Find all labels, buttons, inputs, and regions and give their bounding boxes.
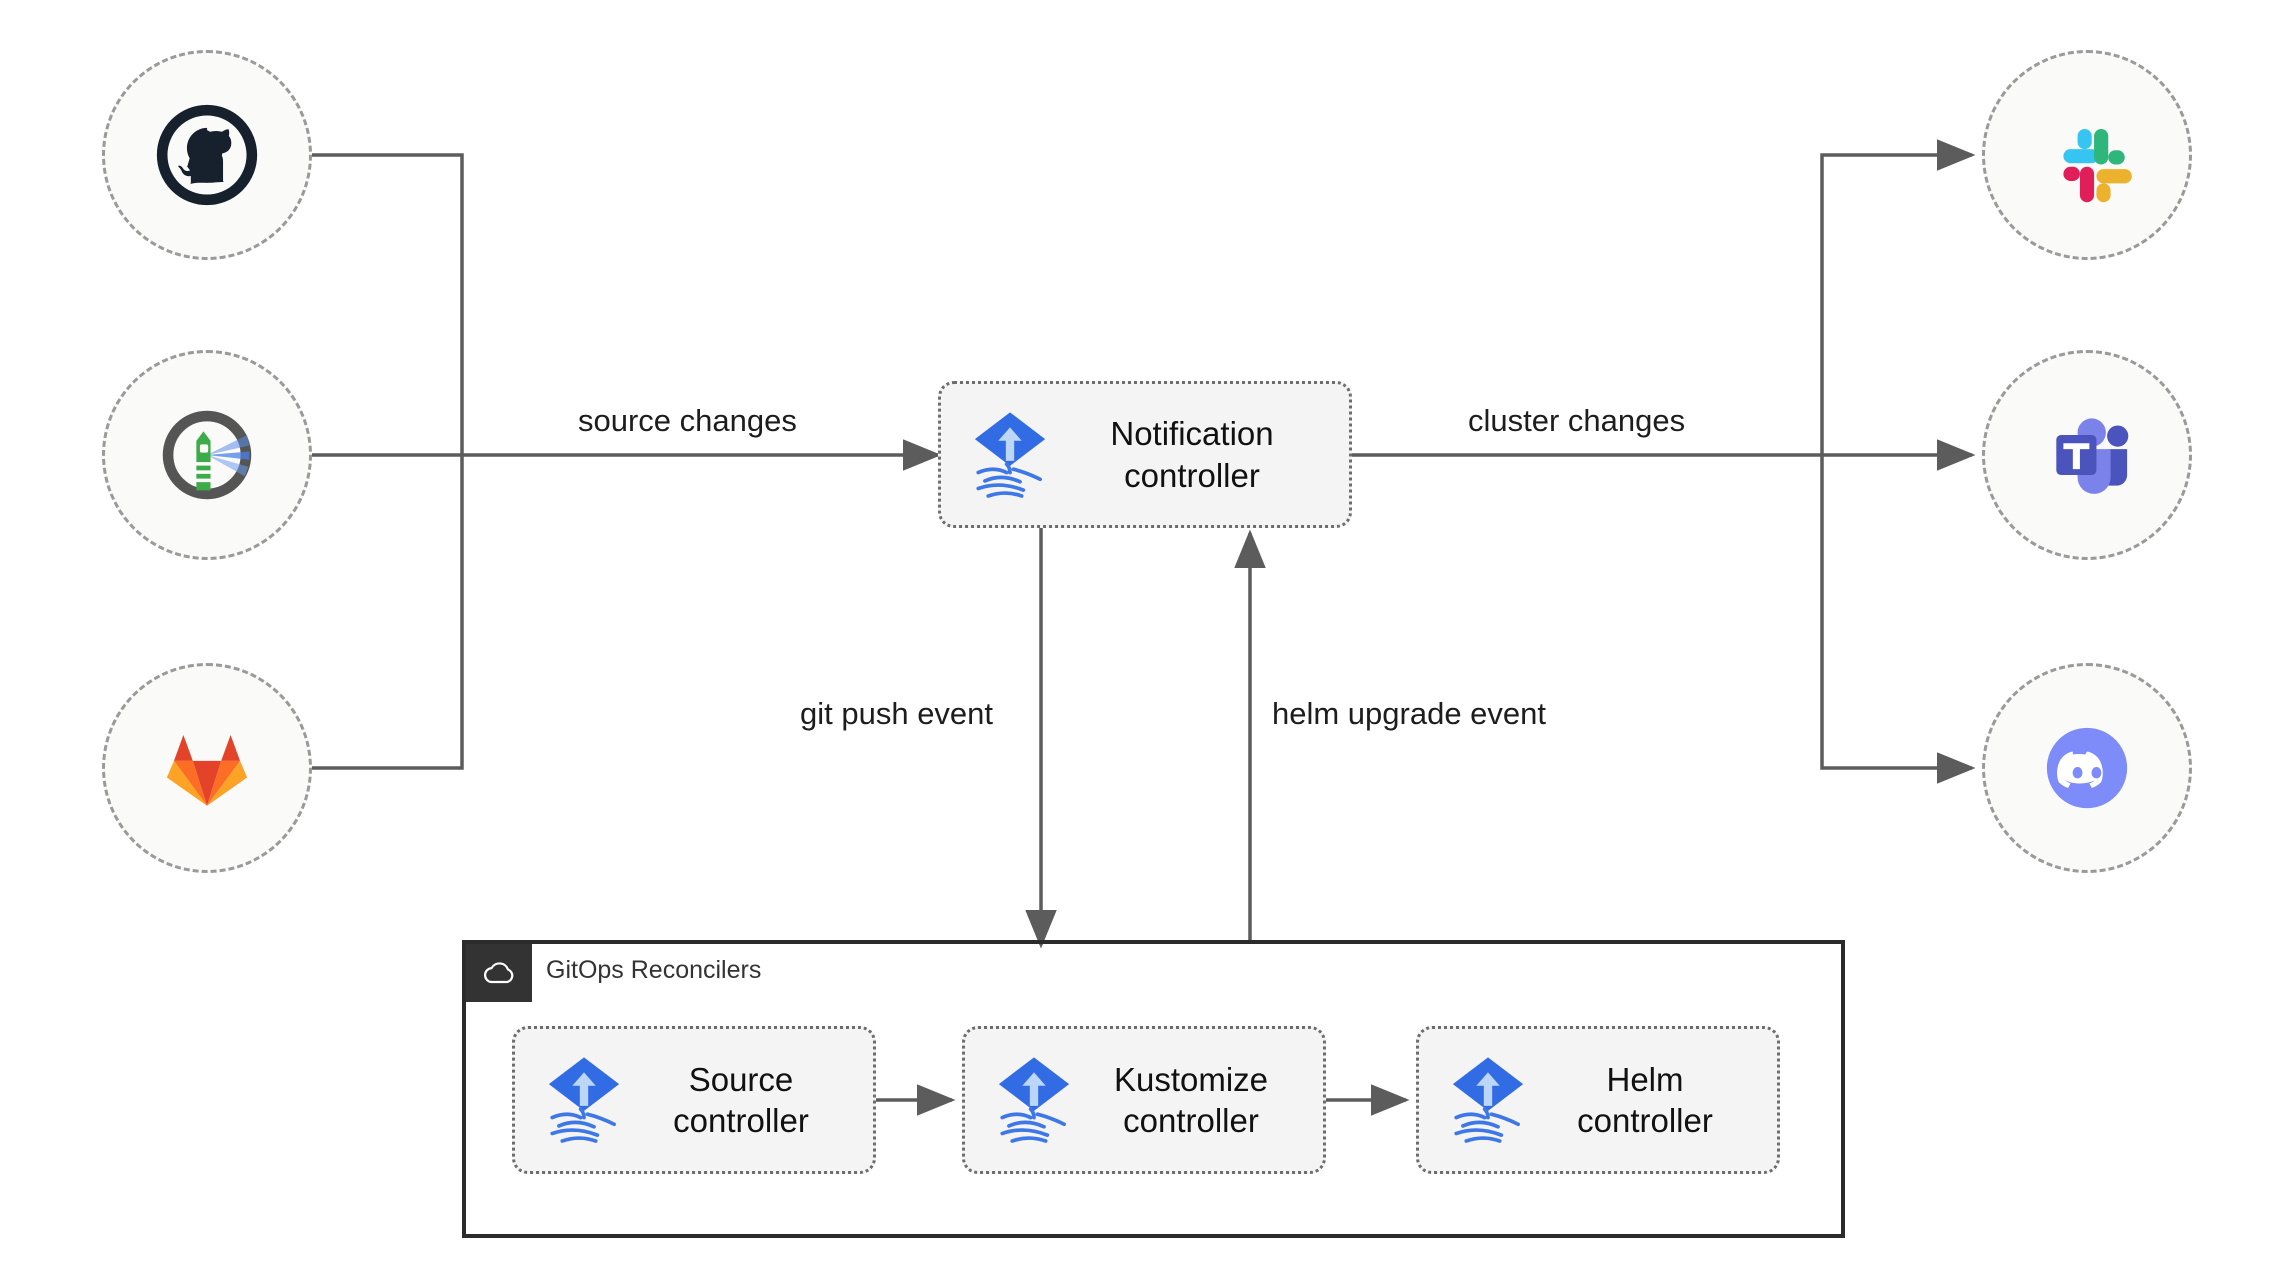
gitops-reconcilers-container: GitOps Reconcilers [462, 940, 1845, 1238]
helm-controller-box[interactable]: Helm controller [1416, 1026, 1780, 1174]
edge-label-cluster-changes: cluster changes [1468, 403, 1686, 438]
helm-controller-label: Helm controller [1577, 1060, 1713, 1139]
kustomize-controller-box[interactable]: Kustomize controller [962, 1026, 1326, 1174]
gitlab-icon [166, 734, 248, 806]
kustomize-controller-label: Kustomize controller [1113, 1060, 1269, 1139]
github-icon [156, 104, 258, 206]
edge-label-git-push-event: git push event [800, 696, 994, 731]
notification-controller-label: Notification controller [1110, 415, 1274, 494]
flux-logo-icon [1452, 1057, 1524, 1143]
flux-logo-icon [548, 1057, 620, 1143]
discord-icon [2046, 727, 2128, 809]
flux-logo-icon [974, 411, 1046, 498]
edge-label-source-changes: source changes [578, 403, 797, 438]
flux-logo-icon [998, 1057, 1070, 1143]
source-node-github[interactable] [102, 50, 312, 260]
source-node-gitlab[interactable] [102, 663, 312, 873]
destination-node-slack[interactable] [1982, 50, 2192, 260]
slack-icon [2063, 129, 2132, 203]
source-controller-label: Source controller [673, 1060, 809, 1139]
destination-node-discord[interactable] [1982, 663, 2192, 873]
gitops-badge [466, 944, 532, 1002]
source-node-flux[interactable] [102, 350, 312, 560]
cloud-icon [483, 962, 514, 984]
notification-controller-box[interactable]: Notification controller [938, 381, 1352, 528]
destination-node-teams[interactable] [1982, 350, 2192, 560]
microsoft-teams-icon [2056, 418, 2129, 494]
gitops-title: GitOps Reconcilers [546, 956, 762, 984]
flux-lighthouse-icon [162, 410, 252, 500]
edge-label-helm-upgrade-event: helm upgrade event [1272, 696, 1547, 731]
source-controller-box[interactable]: Source controller [512, 1026, 876, 1174]
